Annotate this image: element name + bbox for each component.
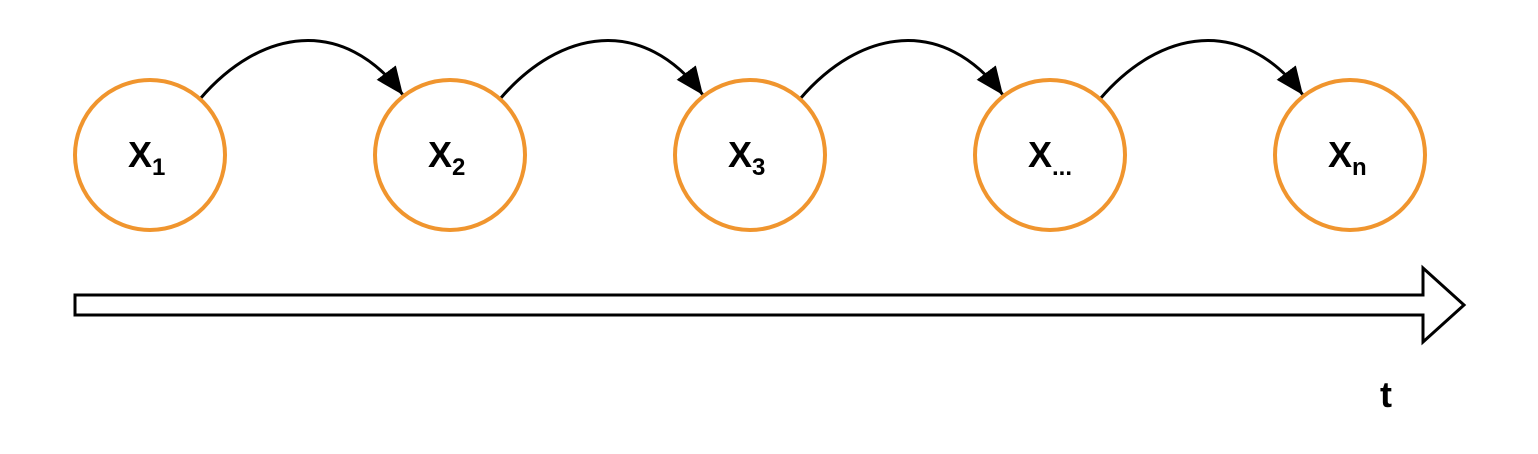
state-label-base: X: [428, 134, 452, 175]
state-label-subscript: n: [1352, 154, 1367, 181]
state-label-base: X: [728, 134, 752, 175]
time-arrow-shape: [73, 264, 1467, 346]
time-axis: t: [73, 264, 1467, 415]
state-circle-x3: [673, 78, 827, 232]
state-node-xdots: X...: [973, 78, 1127, 232]
transition-arrow-xdots-to-xn: [1098, 39, 1305, 100]
state-node-x3: X3: [673, 78, 827, 232]
state-node-x2: X2: [373, 78, 527, 232]
state-node-xn: Xn: [1273, 78, 1427, 232]
state-label-x1: X1: [128, 134, 165, 181]
state-label-x3: X3: [728, 134, 765, 181]
state-label-base: X: [1028, 134, 1052, 175]
state-label-xn: Xn: [1328, 134, 1367, 181]
state-label-subscript: ...: [1052, 154, 1072, 181]
state-circle-x1: [73, 78, 227, 232]
state-label-subscript: 2: [452, 154, 465, 181]
state-label-subscript: 1: [152, 154, 165, 181]
transition-arrow-x3-to-xdots: [798, 39, 1005, 100]
state-label-base: X: [1328, 134, 1352, 175]
state-label-base: X: [128, 134, 152, 175]
state-circle-xdots: [973, 78, 1127, 232]
transition-arrow-x2-to-x3: [498, 39, 705, 100]
state-label-x2: X2: [428, 134, 465, 181]
transition-edges: [198, 39, 1305, 100]
state-circle-xn: [1273, 78, 1427, 232]
state-circle-x2: [373, 78, 527, 232]
transition-arrow-x1-to-x2: [198, 39, 405, 100]
state-label-xdots: X...: [1028, 134, 1072, 181]
state-label-subscript: 3: [752, 154, 765, 181]
time-axis-label: t: [1380, 374, 1392, 415]
state-node-x1: X1: [73, 78, 227, 232]
